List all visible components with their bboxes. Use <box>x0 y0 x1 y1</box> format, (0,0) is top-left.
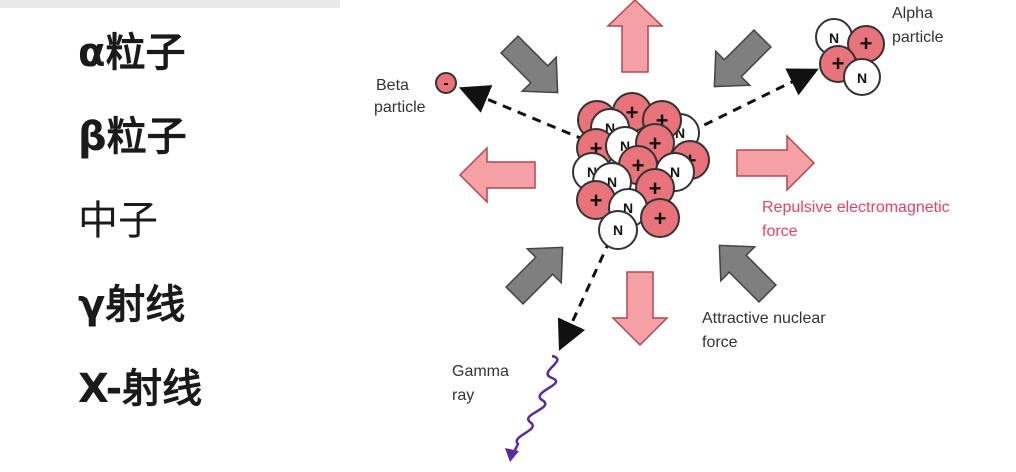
gamma-ray-item: γ射线 <box>78 282 186 328</box>
neutron-symbol: N <box>620 138 630 154</box>
gamma-wave-head <box>505 448 519 462</box>
neutron-symbol: N <box>587 164 597 180</box>
repulsive-label-line2: force <box>762 223 798 240</box>
repulsive-label-line1: Repulsive electromagnetic <box>762 199 950 216</box>
attractive-arrows <box>499 28 778 306</box>
neutron-item: 中子 <box>78 198 158 244</box>
neutron-symbol: N <box>607 174 617 190</box>
neutron <box>598 210 638 250</box>
beta-path <box>458 85 586 142</box>
attractive-arrow-top-right <box>713 28 773 88</box>
beta-particle-item: β粒子 <box>78 114 187 160</box>
proton <box>640 198 680 238</box>
top-cropped-text-bar <box>0 0 340 8</box>
proton-symbol: + <box>649 176 662 201</box>
neutron-symbol: N <box>670 164 680 180</box>
particle-list: α粒子 β粒子 中子 γ射线 X-射线 <box>78 28 202 448</box>
alpha-particle-item: α粒子 <box>78 30 186 76</box>
emission-paths <box>458 68 819 351</box>
svg-text:N: N <box>829 30 839 46</box>
gamma-label-line1: Gamma <box>452 363 509 380</box>
proton-symbol: + <box>626 100 639 125</box>
proton-symbol: + <box>632 153 645 178</box>
attractive-label-line2: force <box>702 334 738 351</box>
neutron-symbol: N <box>623 200 633 216</box>
gamma-label-line2: ray <box>452 387 474 404</box>
nucleus: ++NN++N++N+NN++N+N <box>572 92 710 250</box>
attractive-arrow-top-left <box>499 34 559 94</box>
attractive-label-line1: Attractive nuclear <box>702 310 826 327</box>
x-ray-item: X-射线 <box>78 366 203 412</box>
beta-label-line2: particle <box>374 99 426 116</box>
proton-symbol: + <box>654 206 667 231</box>
alpha-particle: N + + N <box>815 18 885 96</box>
alpha-label-line2: particle <box>892 29 944 46</box>
svg-text:N: N <box>857 70 867 86</box>
beta-electron: - <box>435 72 457 94</box>
repulsive-arrow-right <box>736 134 816 192</box>
svg-text:+: + <box>832 51 845 76</box>
attractive-arrow-bottom-left <box>504 246 564 306</box>
labels: Beta particle Alpha particle Repulsive e… <box>374 5 950 404</box>
repulsive-arrow-down <box>611 271 669 347</box>
repulsive-arrows <box>458 0 816 347</box>
neutron-symbol: N <box>675 125 685 141</box>
repulsive-arrow-up <box>606 0 664 73</box>
neutron-symbol: N <box>605 120 615 136</box>
proton-symbol: + <box>590 188 603 213</box>
gamma-wave <box>510 354 559 457</box>
gamma-path <box>557 239 612 351</box>
repulsive-arrow-left <box>458 146 536 204</box>
alpha-path <box>689 68 819 134</box>
attractive-arrow-bottom-right <box>718 244 778 304</box>
proton-symbol: + <box>649 131 662 156</box>
svg-text:+: + <box>860 31 873 56</box>
svg-text:-: - <box>443 75 448 92</box>
neutron-symbol: N <box>613 222 623 238</box>
alpha-label-line1: Alpha <box>892 5 933 22</box>
beta-label-line1: Beta <box>376 77 409 94</box>
